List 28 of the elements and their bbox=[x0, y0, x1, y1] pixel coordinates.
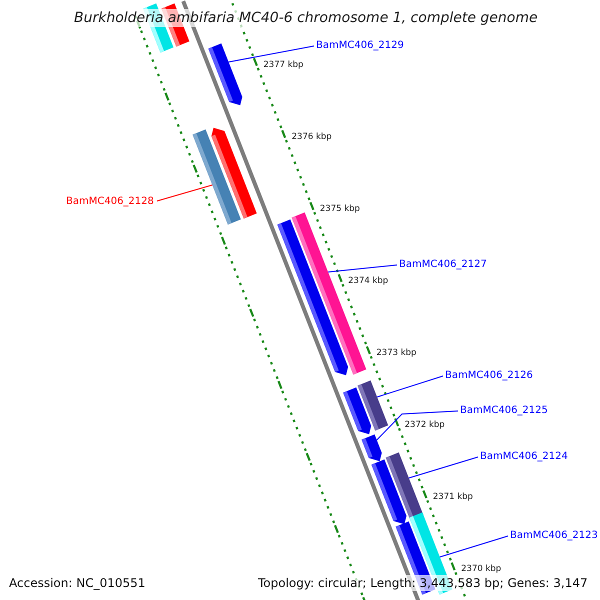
gene-label: BamMC406_2127 bbox=[399, 258, 487, 272]
genome-stats-text: Topology: circular; Length: 3,443,583 bp; Genes: 3,147 bbox=[256, 575, 590, 591]
scale-label: 2370 kbp bbox=[461, 564, 502, 574]
scale-label: 2374 kbp bbox=[348, 276, 388, 286]
gene-bar bbox=[358, 380, 388, 431]
leader-line bbox=[228, 46, 314, 62]
gene-label: BamMC406_2124 bbox=[480, 450, 568, 464]
leader-line bbox=[408, 456, 478, 478]
leader-line bbox=[439, 536, 508, 558]
gene-label: BamMC406_2125 bbox=[460, 404, 548, 418]
leader-line bbox=[376, 410, 458, 440]
gene-segment bbox=[208, 43, 242, 106]
scale-label: 2375 kbp bbox=[320, 204, 360, 214]
gene-segment bbox=[211, 128, 257, 219]
gene-segment bbox=[362, 434, 382, 462]
leader-line bbox=[156, 184, 213, 202]
scale-label: 2373 kbp bbox=[376, 348, 416, 358]
gene-label: BamMC406_2129 bbox=[316, 39, 404, 53]
gene-label: BamMC406_2128 bbox=[66, 195, 154, 209]
gene-label: BamMC406_2123 bbox=[510, 529, 598, 543]
scale-label: 2372 kbp bbox=[404, 420, 445, 430]
accession-text: Accession: NC_010551 bbox=[7, 575, 148, 591]
scale-label: 2376 kbp bbox=[292, 132, 332, 142]
scale-label: 2371 kbp bbox=[432, 492, 473, 502]
leader-line bbox=[376, 376, 444, 398]
leader-line bbox=[328, 264, 398, 272]
scale-label: 2377 kbp bbox=[263, 60, 304, 70]
gene-label: BamMC406_2126 bbox=[445, 369, 533, 383]
